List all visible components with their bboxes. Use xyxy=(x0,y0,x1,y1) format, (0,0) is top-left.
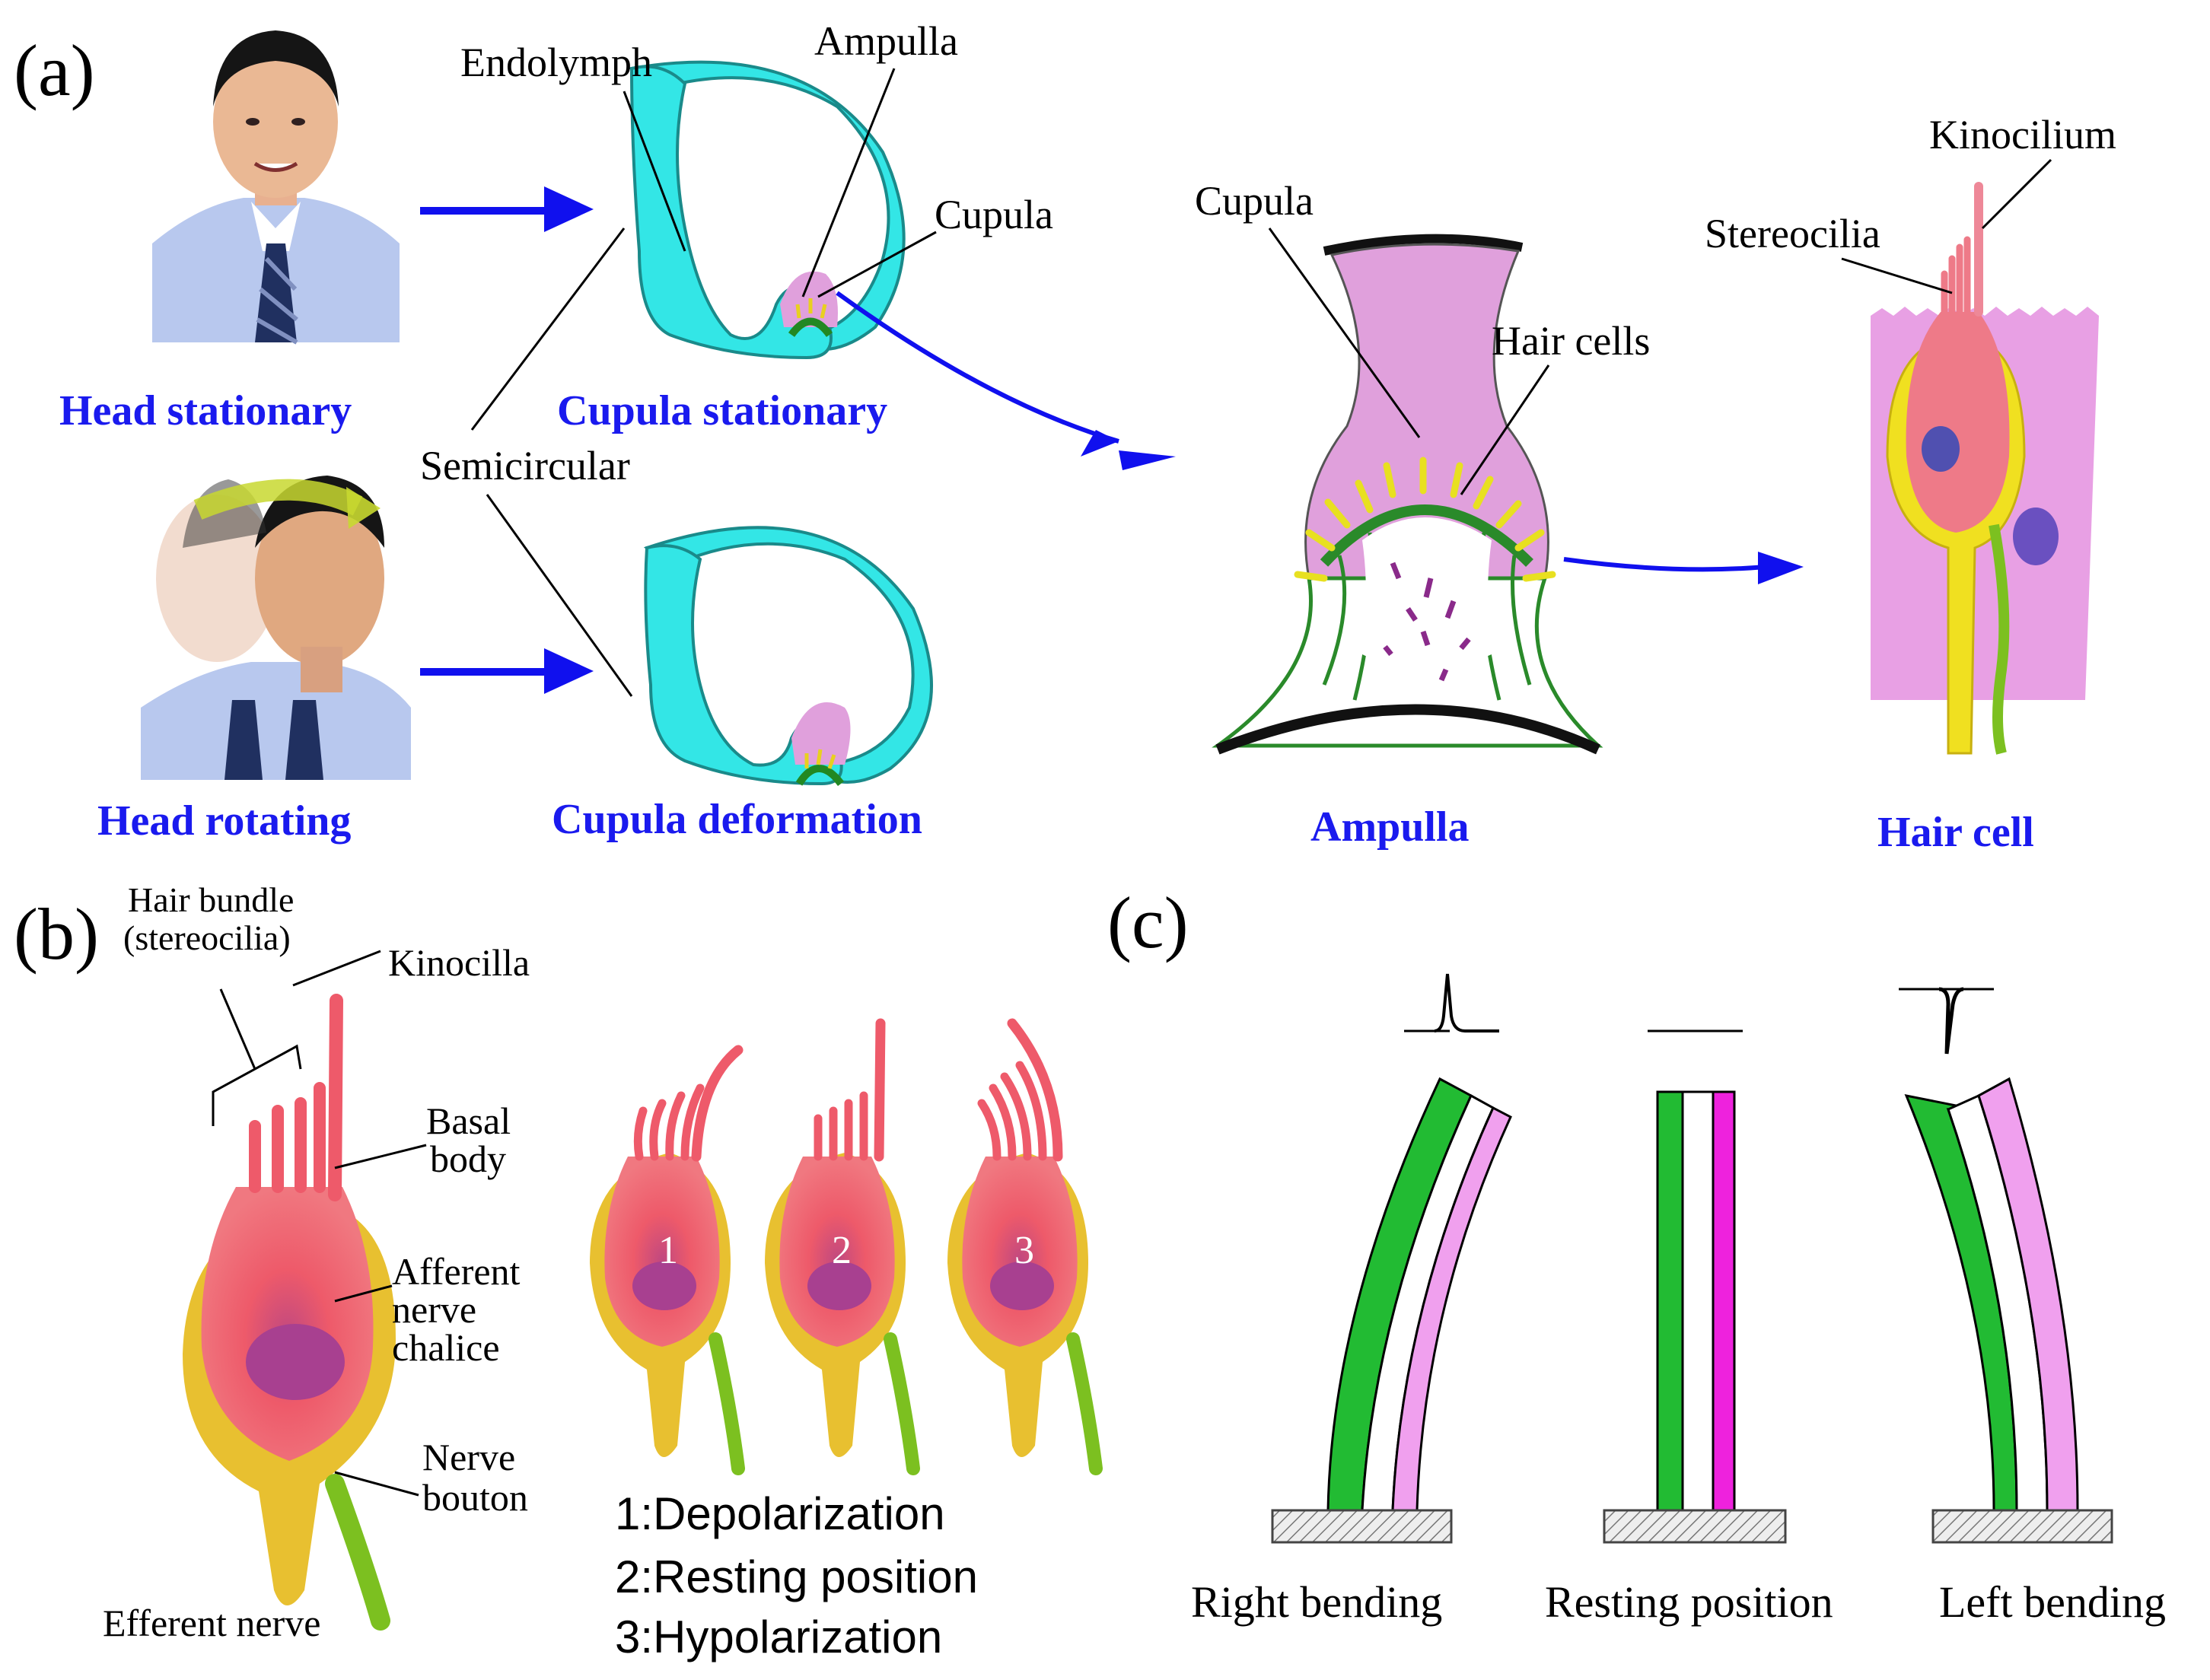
nerve-label-1: Nerve xyxy=(422,1436,515,1478)
hair-cell-3 xyxy=(947,1018,1103,1475)
ampulla-leader xyxy=(801,68,896,298)
nerve-label-2: bouton xyxy=(422,1476,528,1519)
kinocilium-leader xyxy=(1981,158,2052,230)
endolymph-leader xyxy=(623,91,686,252)
cupula-ampulla-leader xyxy=(1268,228,1421,438)
kinocilla-leader xyxy=(292,950,381,987)
right-bending-diagram xyxy=(1271,973,1512,1544)
hair-bundle-label-1: Hair bundle xyxy=(128,880,294,919)
hair-bundle-leader xyxy=(219,988,256,1070)
semicircular-label: Semicircular xyxy=(420,443,630,488)
head-rotating-photo xyxy=(141,457,411,780)
afferent-label-3: chalice xyxy=(392,1326,500,1369)
nerve-bouton-leader xyxy=(334,1471,419,1497)
semicircular-canal-deformation xyxy=(643,526,933,787)
basal-label-1: Basal xyxy=(426,1099,511,1142)
kinocilla-label: Kinocilla xyxy=(388,941,530,984)
legend-resting: 2:Resting position xyxy=(615,1551,978,1602)
hair-cell-caption: Hair cell xyxy=(1877,809,2034,856)
ampulla-caption: Ampulla xyxy=(1310,803,1470,851)
arrow-to-hair-cell xyxy=(1563,557,1766,572)
legend-hypolarization: 3:Hypolarization xyxy=(615,1612,942,1662)
cupula-stationary-label: Cupula stationary xyxy=(557,387,887,434)
arrow-to-ampulla-tip xyxy=(1119,450,1176,470)
semicircular-leader-top xyxy=(470,228,626,431)
endolymph-label: Endolymph xyxy=(460,40,652,85)
hair-bundle-label-2: (stereocilia) xyxy=(123,918,291,957)
semicircular-leader-bottom xyxy=(486,494,633,697)
panel-a-label: (a) xyxy=(14,30,95,111)
hair-cell-2 xyxy=(765,1018,920,1475)
cupula-label: Cupula xyxy=(935,192,1053,237)
hair-cells-label: Hair cells xyxy=(1492,318,1650,364)
ampulla-illustration xyxy=(1212,234,1603,755)
head-rotating-label: Head rotating xyxy=(97,797,351,845)
cupula-ampulla-label: Cupula xyxy=(1195,178,1314,224)
kinocilium-label: Kinocilium xyxy=(1929,112,2116,158)
efferent-nerve-label: Efferent nerve xyxy=(103,1602,320,1644)
cell-number-3: 3 xyxy=(1014,1229,1034,1272)
large-hair-cell xyxy=(183,994,396,1631)
head-stationary-label: Head stationary xyxy=(59,387,352,434)
arrow-to-ampulla-head xyxy=(1081,430,1119,457)
arrow-to-ampulla xyxy=(836,291,1119,444)
resting-position-label: Resting position xyxy=(1545,1577,1833,1627)
cell-number-2: 2 xyxy=(832,1229,852,1272)
ampulla-top-label: Ampulla xyxy=(814,18,958,64)
arrow-to-cupula-deformation xyxy=(420,648,594,694)
cell-number-1: 1 xyxy=(658,1229,678,1272)
afferent-leader xyxy=(334,1284,393,1303)
basal-leader xyxy=(334,1144,427,1169)
hair-cell-illustration xyxy=(1871,182,2099,755)
arrow-to-cupula-stationary xyxy=(420,186,594,232)
right-bending-label: Right bending xyxy=(1191,1577,1442,1627)
cupula-deformation-label: Cupula deformation xyxy=(552,796,922,843)
left-bending-diagram xyxy=(1899,987,2113,1544)
afferent-label-1: Afferent xyxy=(392,1250,521,1293)
arrow-to-hair-cell-head xyxy=(1758,552,1804,584)
panel-c-label: (c) xyxy=(1107,882,1189,963)
resting-position-diagram xyxy=(1603,1029,1787,1544)
hair-cell-1 xyxy=(590,1045,745,1475)
hair-cells-leader xyxy=(1460,364,1550,495)
basal-label-2: body xyxy=(430,1138,506,1180)
stereocilia-leader xyxy=(1841,257,1953,294)
head-stationary-photo xyxy=(152,15,400,345)
stereocilia-label: Stereocilia xyxy=(1705,211,1880,256)
cupula-leader xyxy=(817,231,937,298)
legend-depolarization: 1:Depolarization xyxy=(615,1488,945,1539)
panel-b-label: (b) xyxy=(14,893,99,975)
left-bending-label: Left bending xyxy=(1939,1577,2166,1627)
afferent-label-2: nerve xyxy=(392,1288,476,1331)
hair-bundle-bracket xyxy=(212,1044,302,1126)
